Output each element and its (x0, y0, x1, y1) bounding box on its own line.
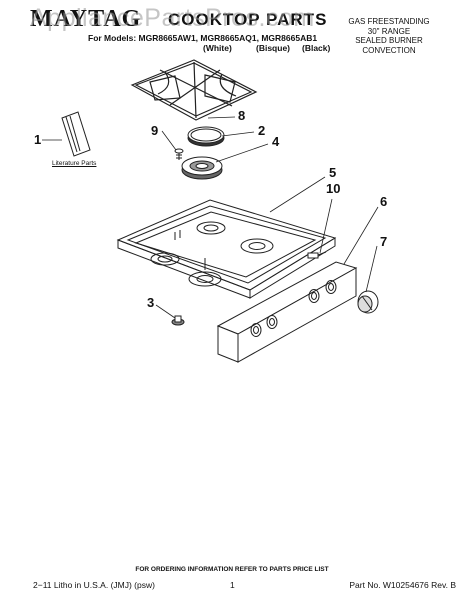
callout-10: 10 (326, 181, 340, 196)
callout-7: 7 (380, 234, 387, 249)
igniter (307, 251, 327, 259)
literature-booklet (61, 111, 91, 157)
litho-info: 2−11 Litho in U.S.A. (JMJ) (psw) (33, 580, 155, 590)
brand-logo: MAYTAG (30, 6, 142, 32)
callout-1: 1 (34, 132, 41, 147)
part-number: Part No. W10254676 Rev. B (349, 580, 456, 590)
color-white: (White) (203, 43, 232, 53)
callout-5: 5 (329, 165, 336, 180)
callout-9: 9 (151, 123, 158, 138)
burner-cap (187, 126, 225, 147)
callout-4: 4 (272, 134, 280, 149)
description-line: 30" RANGE (367, 26, 411, 36)
callout-6: 6 (380, 194, 387, 209)
burner-grate (130, 59, 258, 121)
description-line: SEALED BURNER (355, 36, 423, 45)
literature-parts-label: Literature Parts (52, 160, 97, 167)
leader-lines (42, 116, 379, 319)
models-line: For Models: MGR8665AW1, MGR8665AQ1, MGR8… (88, 33, 318, 43)
manifold-panel (216, 261, 358, 363)
range-description: GAS FREESTANDING 30" RANGE SEALED BURNER… (330, 17, 448, 55)
color-black: (Black) (302, 43, 331, 53)
cooktop-panel (116, 199, 337, 299)
callout-2: 2 (258, 123, 265, 138)
description-line: CONVECTION (362, 45, 416, 55)
callout-3: 3 (147, 295, 154, 310)
ordering-note: FOR ORDERING INFORMATION REFER TO PARTS … (135, 566, 329, 573)
page-number: 1 (230, 580, 235, 590)
screw (174, 148, 184, 160)
description-line: GAS FREESTANDING (348, 17, 430, 26)
burner-head (181, 156, 223, 180)
color-bisque: (Bisque) (256, 43, 290, 53)
control-knob (357, 290, 379, 314)
watermark: AppliancePartsPros.com (30, 4, 315, 32)
leveling-leg (171, 315, 185, 326)
page-title: COOKTOP PARTS (168, 10, 328, 29)
callout-8: 8 (238, 108, 245, 123)
